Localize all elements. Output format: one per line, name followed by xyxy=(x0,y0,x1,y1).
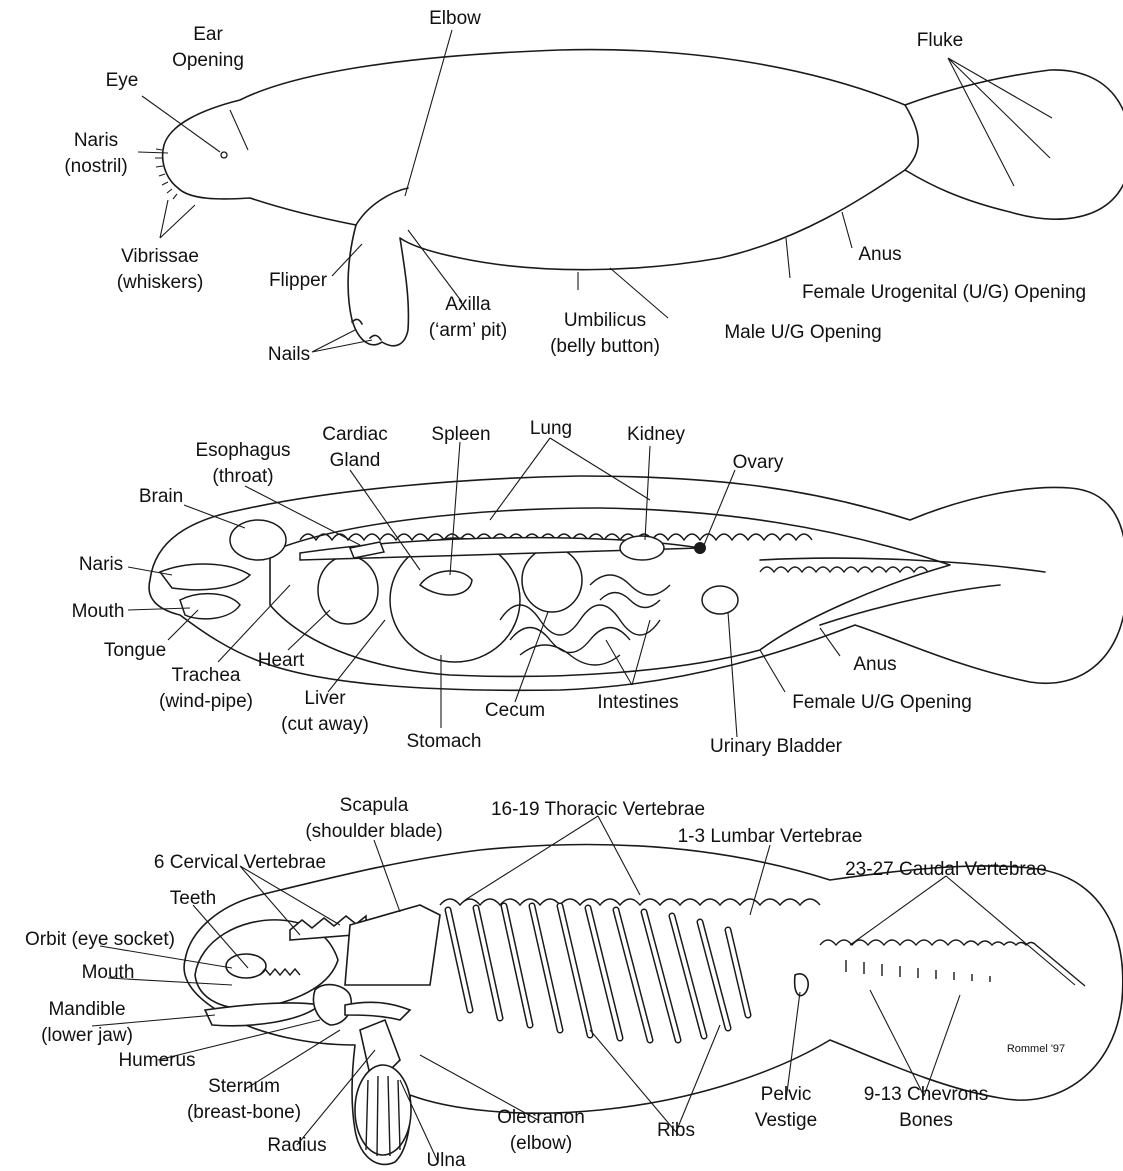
artist-credit: Rommel '97 xyxy=(1007,1043,1065,1055)
label-liver: Liver(cut away) xyxy=(281,688,369,735)
fluke-crease xyxy=(905,105,918,170)
skeleton-labels: Scapula(shoulder blade) 16-19 Thoracic V… xyxy=(25,795,1065,1171)
tongue-shape xyxy=(180,594,240,619)
label-cecum: Cecum xyxy=(485,700,545,721)
label-trachea: Trachea(wind-pipe) xyxy=(159,665,253,712)
label-fluke: Fluke xyxy=(917,30,963,51)
label-vibrissae: Vibrissae(whiskers) xyxy=(117,246,204,293)
flipper-crease xyxy=(356,188,408,225)
label-urinary-bladder: Urinary Bladder xyxy=(710,736,843,757)
skeleton-panel: Scapula(shoulder blade) 16-19 Thoracic V… xyxy=(25,795,1123,1171)
label-humerus: Humerus xyxy=(118,1050,195,1071)
label-scapula: Scapula(shoulder blade) xyxy=(305,795,442,842)
label-mandible: Mandible(lower jaw) xyxy=(41,999,133,1046)
label-spleen: Spleen xyxy=(431,424,490,445)
label-orbit: Orbit (eye socket) xyxy=(25,929,175,950)
label-elbow: Elbow xyxy=(429,8,481,29)
label-female-ug-external: Female Urogenital (U/G) Opening xyxy=(802,282,1086,303)
label-brain: Brain xyxy=(139,486,183,507)
cecum-shape xyxy=(522,548,582,612)
label-lumbar: 1-3 Lumbar Vertebrae xyxy=(678,826,863,847)
urinary-bladder-shape xyxy=(702,586,738,614)
sternum-shape xyxy=(345,1002,410,1020)
label-stomach: Stomach xyxy=(407,731,482,752)
mandible-shape xyxy=(205,1003,320,1026)
label-thoracic: 16-19 Thoracic Vertebrae xyxy=(491,799,705,820)
eye-dot xyxy=(221,152,227,158)
label-ribs: Ribs xyxy=(657,1120,695,1141)
label-male-ug: Male U/G Opening xyxy=(724,322,881,343)
label-anus-internal: Anus xyxy=(853,654,896,675)
chevron-bones xyxy=(846,960,990,982)
label-lung: Lung xyxy=(530,418,572,439)
external-leader-lines xyxy=(138,30,1052,352)
label-anus-external: Anus xyxy=(858,244,901,265)
label-naris-internal: Naris xyxy=(79,554,123,575)
label-heart: Heart xyxy=(258,650,305,671)
label-olecranon: Olecranon(elbow) xyxy=(497,1107,585,1154)
tail-vertebral-waves xyxy=(760,567,928,572)
label-cervical: 6 Cervical Vertebrae xyxy=(154,852,326,873)
label-female-ug-internal: Female U/G Opening xyxy=(792,692,972,713)
label-teeth: Teeth xyxy=(170,888,216,909)
tail-lower-line xyxy=(820,585,1000,625)
flipper-hand-shape xyxy=(355,1065,411,1155)
label-radius: Radius xyxy=(267,1135,326,1156)
caudal-vertebrae xyxy=(820,940,1085,986)
label-mouth-internal: Mouth xyxy=(72,601,125,622)
label-mouth-skeleton: Mouth xyxy=(82,962,135,983)
label-esophagus: Esophagus(throat) xyxy=(195,440,290,487)
label-flipper: Flipper xyxy=(269,270,328,291)
label-kidney: Kidney xyxy=(627,424,686,445)
label-eye: Eye xyxy=(106,70,139,91)
label-caudal: 23-27 Caudal Vertebrae xyxy=(845,859,1047,880)
label-sternum: Sternum(breast-bone) xyxy=(187,1076,301,1123)
label-intestines: Intestines xyxy=(597,692,678,713)
heart-shape xyxy=(318,556,378,624)
label-nails: Nails xyxy=(268,344,310,365)
kidney-shape xyxy=(620,536,664,560)
scapula-shape xyxy=(345,905,440,985)
label-umbilicus: Umbilicus(belly button) xyxy=(550,310,660,357)
label-tongue: Tongue xyxy=(104,640,166,661)
label-axilla: Axilla(‘arm’ pit) xyxy=(429,294,507,341)
label-ovary: Ovary xyxy=(733,452,784,473)
pelvic-vestige-shape xyxy=(795,974,809,996)
backbone-vertebrae xyxy=(440,899,820,905)
label-naris: Naris(nostril) xyxy=(64,130,127,177)
skull-nasal-shape xyxy=(160,564,250,590)
label-ulna: Ulna xyxy=(426,1150,466,1171)
